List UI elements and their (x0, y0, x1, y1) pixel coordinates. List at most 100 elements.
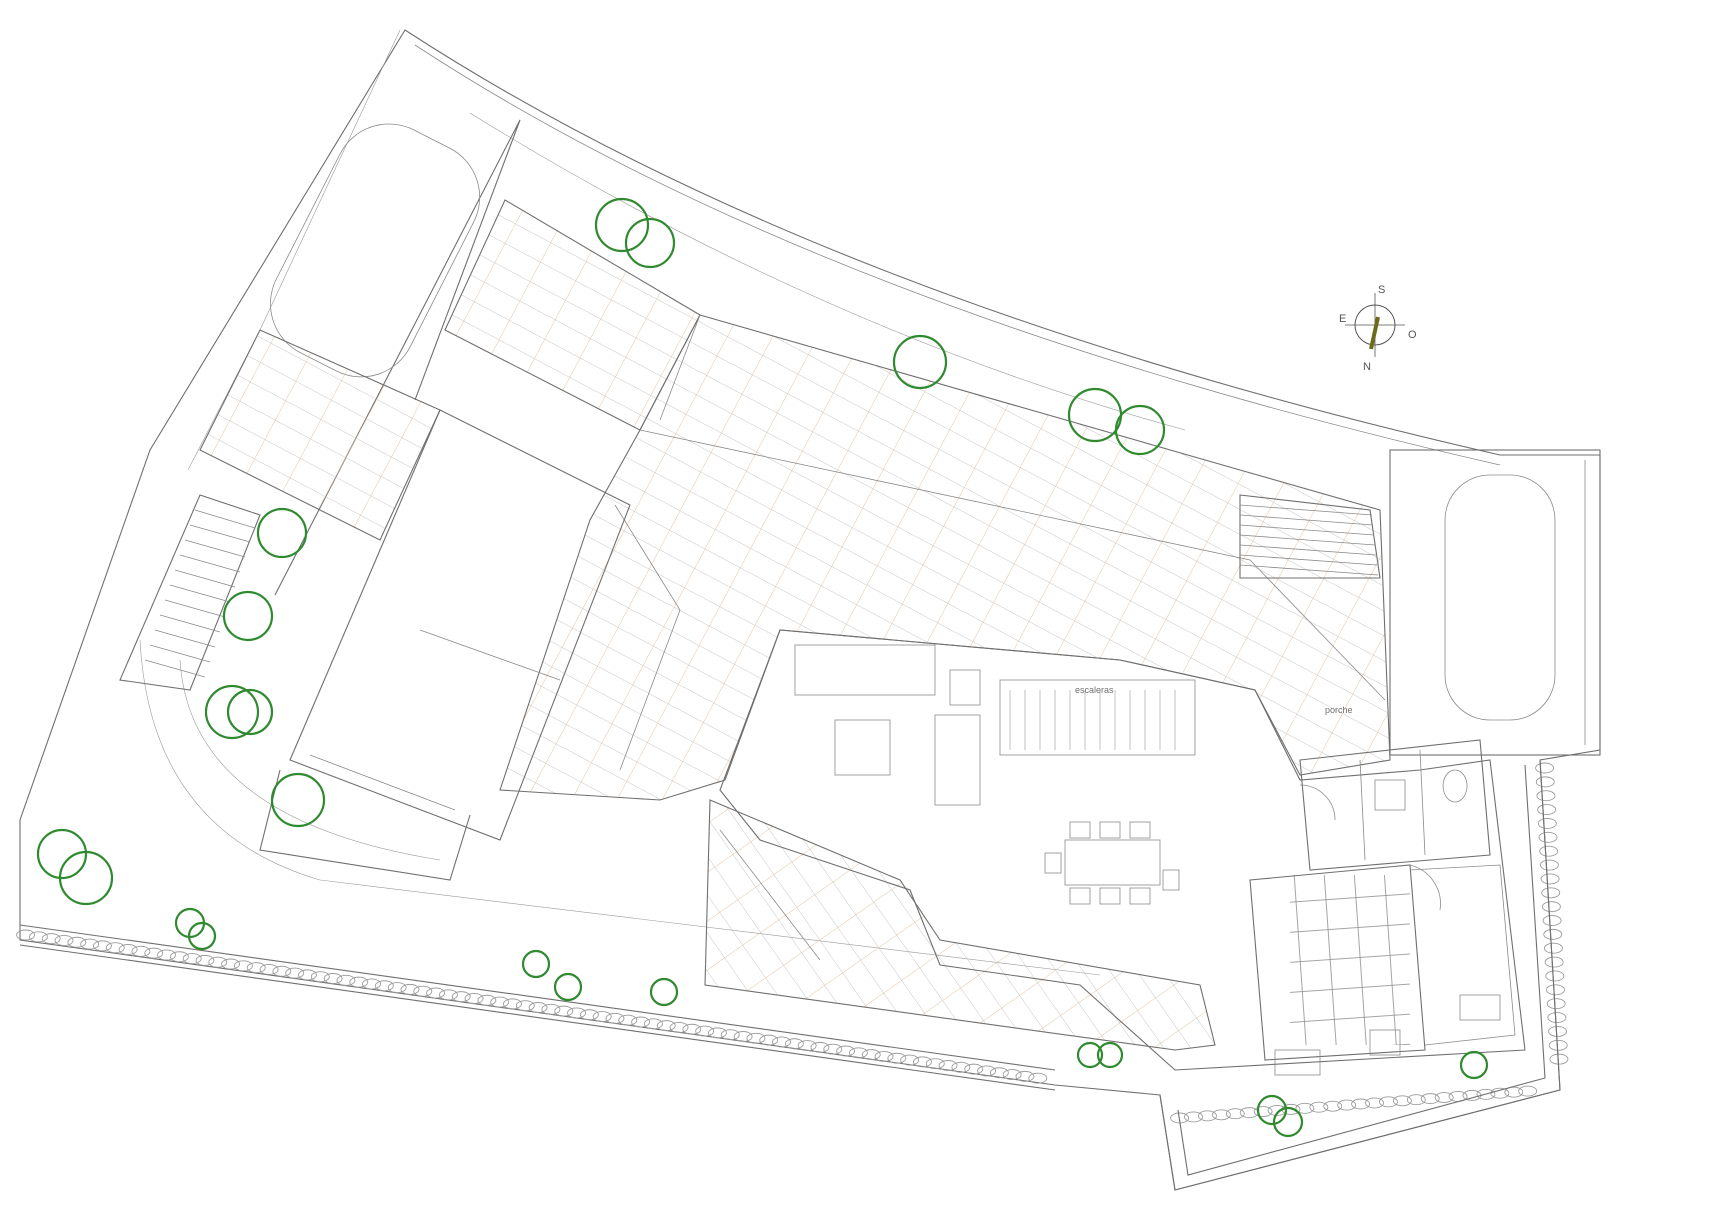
wall-stone (1337, 1099, 1357, 1111)
wall-stone (400, 983, 420, 995)
wall-stone (298, 969, 317, 981)
compass-east-label: E (1339, 313, 1346, 325)
wall-stone (16, 929, 36, 941)
wall-stone (1253, 1106, 1273, 1117)
wall-stone (605, 1012, 625, 1024)
tree-icon (1076, 1041, 1104, 1069)
tree-icon (204, 684, 260, 740)
wall-stone (1504, 1086, 1524, 1098)
wall-stone (772, 1036, 791, 1048)
wall-stone (541, 1003, 561, 1015)
wall-stone (977, 1065, 996, 1077)
wall-stone (451, 991, 471, 1003)
wall-stone (1535, 762, 1555, 774)
wall-stone (374, 980, 394, 992)
wall-stone (105, 942, 125, 954)
wall-stone (746, 1032, 766, 1044)
tree-icon (553, 972, 583, 1002)
wall-stone (759, 1034, 779, 1046)
wall-stone (182, 953, 202, 965)
tree-icon (649, 977, 679, 1007)
roof-wing-northwest (199, 199, 701, 541)
wall-stone (1518, 1085, 1538, 1097)
tree-icon (594, 197, 650, 253)
wall-stone (503, 998, 522, 1010)
wall-stone (1309, 1101, 1329, 1113)
wall-stone (1548, 1039, 1568, 1051)
living-area (719, 629, 1526, 1071)
wall-stone (1544, 942, 1563, 954)
wall-stone (118, 944, 138, 955)
tree-icon (36, 828, 88, 880)
wall-stone (67, 936, 87, 948)
tree-icon (1272, 1106, 1304, 1138)
wall-stone (387, 982, 407, 994)
wall-stone (1015, 1070, 1035, 1082)
wall-stone (1535, 776, 1555, 788)
tree-icon (624, 217, 676, 269)
wall-stone (426, 987, 446, 999)
wall-stone (323, 973, 343, 984)
wall-stone (913, 1056, 932, 1068)
wall-stone (797, 1040, 817, 1052)
wall-stone (1365, 1097, 1384, 1109)
wall-stone (567, 1007, 586, 1019)
wall-stone (1538, 831, 1558, 843)
wall-stone (80, 938, 100, 950)
wall-stone (733, 1031, 753, 1042)
tree-icon (521, 949, 551, 979)
wall-stone (310, 971, 330, 983)
wall-stone (643, 1018, 663, 1030)
tree-icon (256, 507, 308, 559)
wall-stone (1211, 1109, 1231, 1121)
wall-stone (669, 1021, 689, 1033)
wall-stone (515, 1000, 535, 1012)
wall-stone (1548, 1025, 1568, 1037)
wall-stone (93, 940, 112, 952)
wall-stone (54, 934, 74, 946)
wall-stone (938, 1060, 958, 1071)
wall-stone (1541, 887, 1561, 899)
wall-stone (1540, 873, 1560, 885)
stairs-label: escaleras (1075, 685, 1114, 695)
wall-stone (1197, 1110, 1217, 1122)
wall-stone (579, 1009, 599, 1021)
stairs-east (1239, 494, 1381, 579)
wall-stone (618, 1014, 638, 1026)
wall-stone (848, 1047, 868, 1059)
wall-stone (233, 960, 253, 972)
tree-icon (222, 590, 274, 642)
wall-stone (989, 1067, 1009, 1079)
wall-stone (1539, 859, 1559, 871)
wall-stone (1351, 1098, 1371, 1110)
flat-terrace (259, 409, 631, 881)
wall-stone (1542, 915, 1562, 926)
wall-stone (272, 965, 292, 977)
tree-icon (187, 921, 217, 951)
wall-stone (1225, 1108, 1245, 1120)
wall-stone (656, 1020, 676, 1032)
wall-stone (861, 1049, 881, 1061)
wall-stone (259, 963, 279, 975)
wall-stone (362, 978, 381, 990)
wall-stone (554, 1005, 574, 1017)
wall-stone (208, 956, 228, 968)
compass-west-label: O (1408, 329, 1417, 341)
wall-stone (874, 1050, 894, 1062)
compass-rose: N S E O (1339, 284, 1417, 373)
wall-stone (1295, 1102, 1315, 1114)
kitchen-bath-block (1249, 739, 1516, 1076)
tree-icon (1114, 404, 1166, 456)
wall-stone (1544, 956, 1564, 968)
wall-stone (246, 962, 266, 974)
wall-stone (964, 1063, 984, 1075)
tree-icon (892, 334, 948, 390)
tree-icon (270, 772, 326, 828)
wall-stone (836, 1045, 856, 1057)
wall-stone (592, 1011, 612, 1023)
wall-stone (131, 945, 151, 957)
wall-stone (1323, 1100, 1343, 1112)
wall-stone (784, 1038, 804, 1050)
wall-stone (1434, 1092, 1454, 1103)
